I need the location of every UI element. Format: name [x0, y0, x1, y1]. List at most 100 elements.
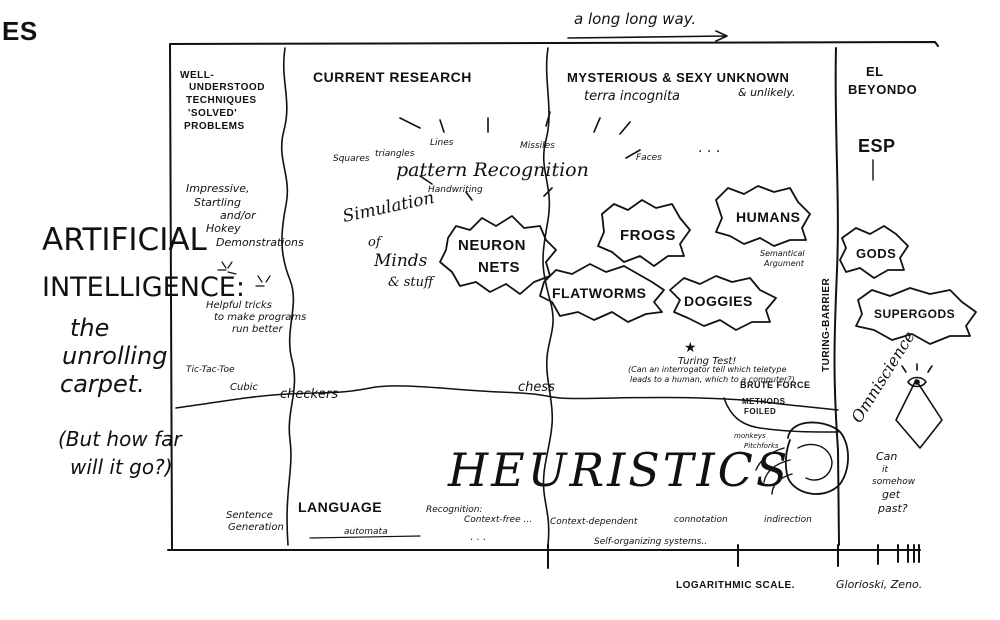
omniscience-label: Omniscience	[847, 328, 918, 426]
language-ellipsis: . . .	[470, 532, 486, 543]
svg-text:GODS: GODS	[856, 246, 896, 261]
svg-text:ARTIFICIAL: ARTIFICIAL	[42, 222, 208, 258]
top-note: a long long way.	[574, 10, 696, 28]
unlikely-note: & unlikely.	[738, 86, 795, 99]
axis-ticks	[547, 544, 920, 569]
turing-test-label: Turing Test!	[678, 356, 736, 367]
language-label: LANGUAGE	[298, 499, 382, 515]
handwriting-label: Handwriting	[428, 185, 483, 195]
svg-text:carpet.: carpet.	[60, 370, 145, 398]
artificial-intelligence-title: ARTIFICIAL INTELLIGENCE:	[42, 222, 245, 303]
svg-text:FOILED: FOILED	[744, 407, 776, 416]
radiating-strokes	[399, 111, 641, 201]
svg-text:Semantical: Semantical	[760, 249, 805, 258]
cloud-humans: HUMANS	[715, 185, 811, 247]
svg-text:Helpful tricks: Helpful tricks	[206, 300, 272, 311]
turing-star: ★	[684, 340, 697, 356]
svg-text:& stuff: & stuff	[388, 275, 436, 290]
faces-label: Faces	[636, 153, 662, 163]
brute-force-label: BRUTE FORCE	[740, 380, 811, 390]
svg-text:run better: run better	[232, 324, 283, 335]
can-somehow-note: Can it somehow get past?	[872, 450, 916, 515]
svg-text:NETS: NETS	[478, 259, 520, 276]
svg-text:unrolling: unrolling	[62, 342, 167, 370]
svg-text:to make programs: to make programs	[214, 312, 306, 323]
turing-barrier-label: TURING-BARRIER	[821, 278, 832, 372]
svg-text:Pitchforks: Pitchforks	[744, 442, 779, 450]
credit-label: Glorioski, Zeno.	[836, 578, 922, 591]
svg-text:Simulation: Simulation	[341, 188, 436, 227]
sparkle-marks	[217, 261, 271, 287]
chess-label: chess	[518, 380, 555, 395]
svg-text:UNDERSTOOD: UNDERSTOOD	[189, 82, 265, 93]
svg-text:(Can an interrogator tell whic: (Can an interrogator tell which teletype	[628, 365, 786, 374]
svg-text:EL: EL	[866, 64, 884, 79]
context-free-label: Context-free ...	[464, 515, 532, 525]
cloud-flatworms: FLATWORMS	[539, 263, 665, 323]
svg-text:DOGGIES: DOGGIES	[684, 293, 753, 309]
esp-label: ESP	[858, 136, 896, 156]
svg-text:PROBLEMS: PROBLEMS	[184, 121, 245, 132]
logarithmic-scale-label: LOGARITHMIC SCALE.	[676, 580, 795, 591]
carpet-hand	[755, 447, 793, 495]
carpet-roll	[784, 421, 849, 495]
pattern-recognition-label: pattern Recognition	[396, 159, 589, 181]
svg-text:somehow: somehow	[872, 477, 916, 487]
svg-text:Hokey: Hokey	[206, 222, 241, 235]
cloud-supergods: SUPERGODS	[855, 287, 977, 345]
semantical-argument-note: Semantical Argument	[760, 249, 805, 268]
context-dependent-label: Context-dependent	[550, 517, 638, 527]
more-dots: . . .	[698, 140, 720, 156]
svg-text:Argument: Argument	[763, 259, 805, 268]
helpful-tricks-note: Helpful tricks to make programs run bett…	[206, 300, 306, 335]
heuristics-label: HEURISTICS	[447, 443, 790, 497]
svg-text:Startling: Startling	[194, 196, 241, 209]
automata-label: automata	[344, 527, 388, 537]
well-understood-label: WELL- UNDERSTOOD TECHNIQUES 'SOLVED' PRO…	[180, 70, 265, 132]
tic-tac-toe-label: Tic-Tac-Toe	[186, 365, 235, 375]
svg-text:TECHNIQUES: TECHNIQUES	[186, 95, 257, 106]
terra-incognita-note: terra incognita	[584, 89, 680, 104]
lines-label: Lines	[430, 138, 454, 148]
divider-1	[280, 47, 296, 546]
turing-barrier-line	[833, 47, 840, 546]
triangles-label: triangles	[375, 149, 415, 159]
svg-text:WELL-: WELL-	[180, 70, 214, 81]
turing-question-note: (Can an interrogator tell which teletype…	[628, 365, 795, 384]
svg-text:Impressive,: Impressive,	[186, 182, 250, 195]
self-organizing-label: Self-organizing systems..	[594, 537, 707, 547]
simulation-of-minds-note: Simulation of Minds & stuff	[341, 188, 436, 290]
svg-text:(But how far: (But how far	[58, 427, 183, 451]
frame-top	[169, 41, 939, 47]
current-research-header: CURRENT RESEARCH	[313, 69, 472, 85]
svg-text:METHODS: METHODS	[742, 397, 786, 406]
svg-text:Sentence: Sentence	[226, 510, 273, 521]
top-arrow	[567, 30, 728, 42]
svg-text:of: of	[368, 235, 383, 250]
cloud-doggies: DOGGIES	[669, 275, 777, 331]
frame-left	[169, 43, 173, 551]
indirection-label: indirection	[764, 515, 812, 525]
cubic-label: Cubic	[230, 382, 258, 393]
svg-text:Minds: Minds	[373, 251, 428, 271]
svg-text:HUMANS: HUMANS	[736, 209, 800, 225]
cloud-gods: GODS	[839, 225, 909, 279]
omniscience-eye-icon	[895, 363, 943, 449]
svg-text:Can: Can	[876, 450, 897, 463]
svg-text:it: it	[882, 465, 889, 475]
cloud-neuron-nets: NEURON NETS	[439, 215, 557, 295]
svg-text:SUPERGODS: SUPERGODS	[874, 307, 955, 321]
carpet-edge	[723, 397, 839, 433]
corner-label: ES	[2, 16, 38, 46]
svg-text:past?: past?	[877, 502, 908, 515]
svg-text:'SOLVED': 'SOLVED'	[188, 108, 237, 119]
svg-text:Generation: Generation	[228, 522, 284, 533]
carpet-roll-inner	[797, 443, 833, 481]
el-beyondo-header: EL BEYONDO	[848, 64, 917, 97]
connotation-label: connotation	[674, 515, 728, 525]
mysterious-header: MYSTERIOUS & SEXY UNKNOWN	[567, 70, 789, 85]
missiles-label: Missiles	[520, 141, 555, 151]
impressive-demonstrations-note: Impressive, Startling and/or Hokey Demon…	[186, 182, 304, 249]
how-far-question: (But how far will it go?)	[58, 427, 183, 479]
svg-text:the: the	[70, 314, 109, 342]
